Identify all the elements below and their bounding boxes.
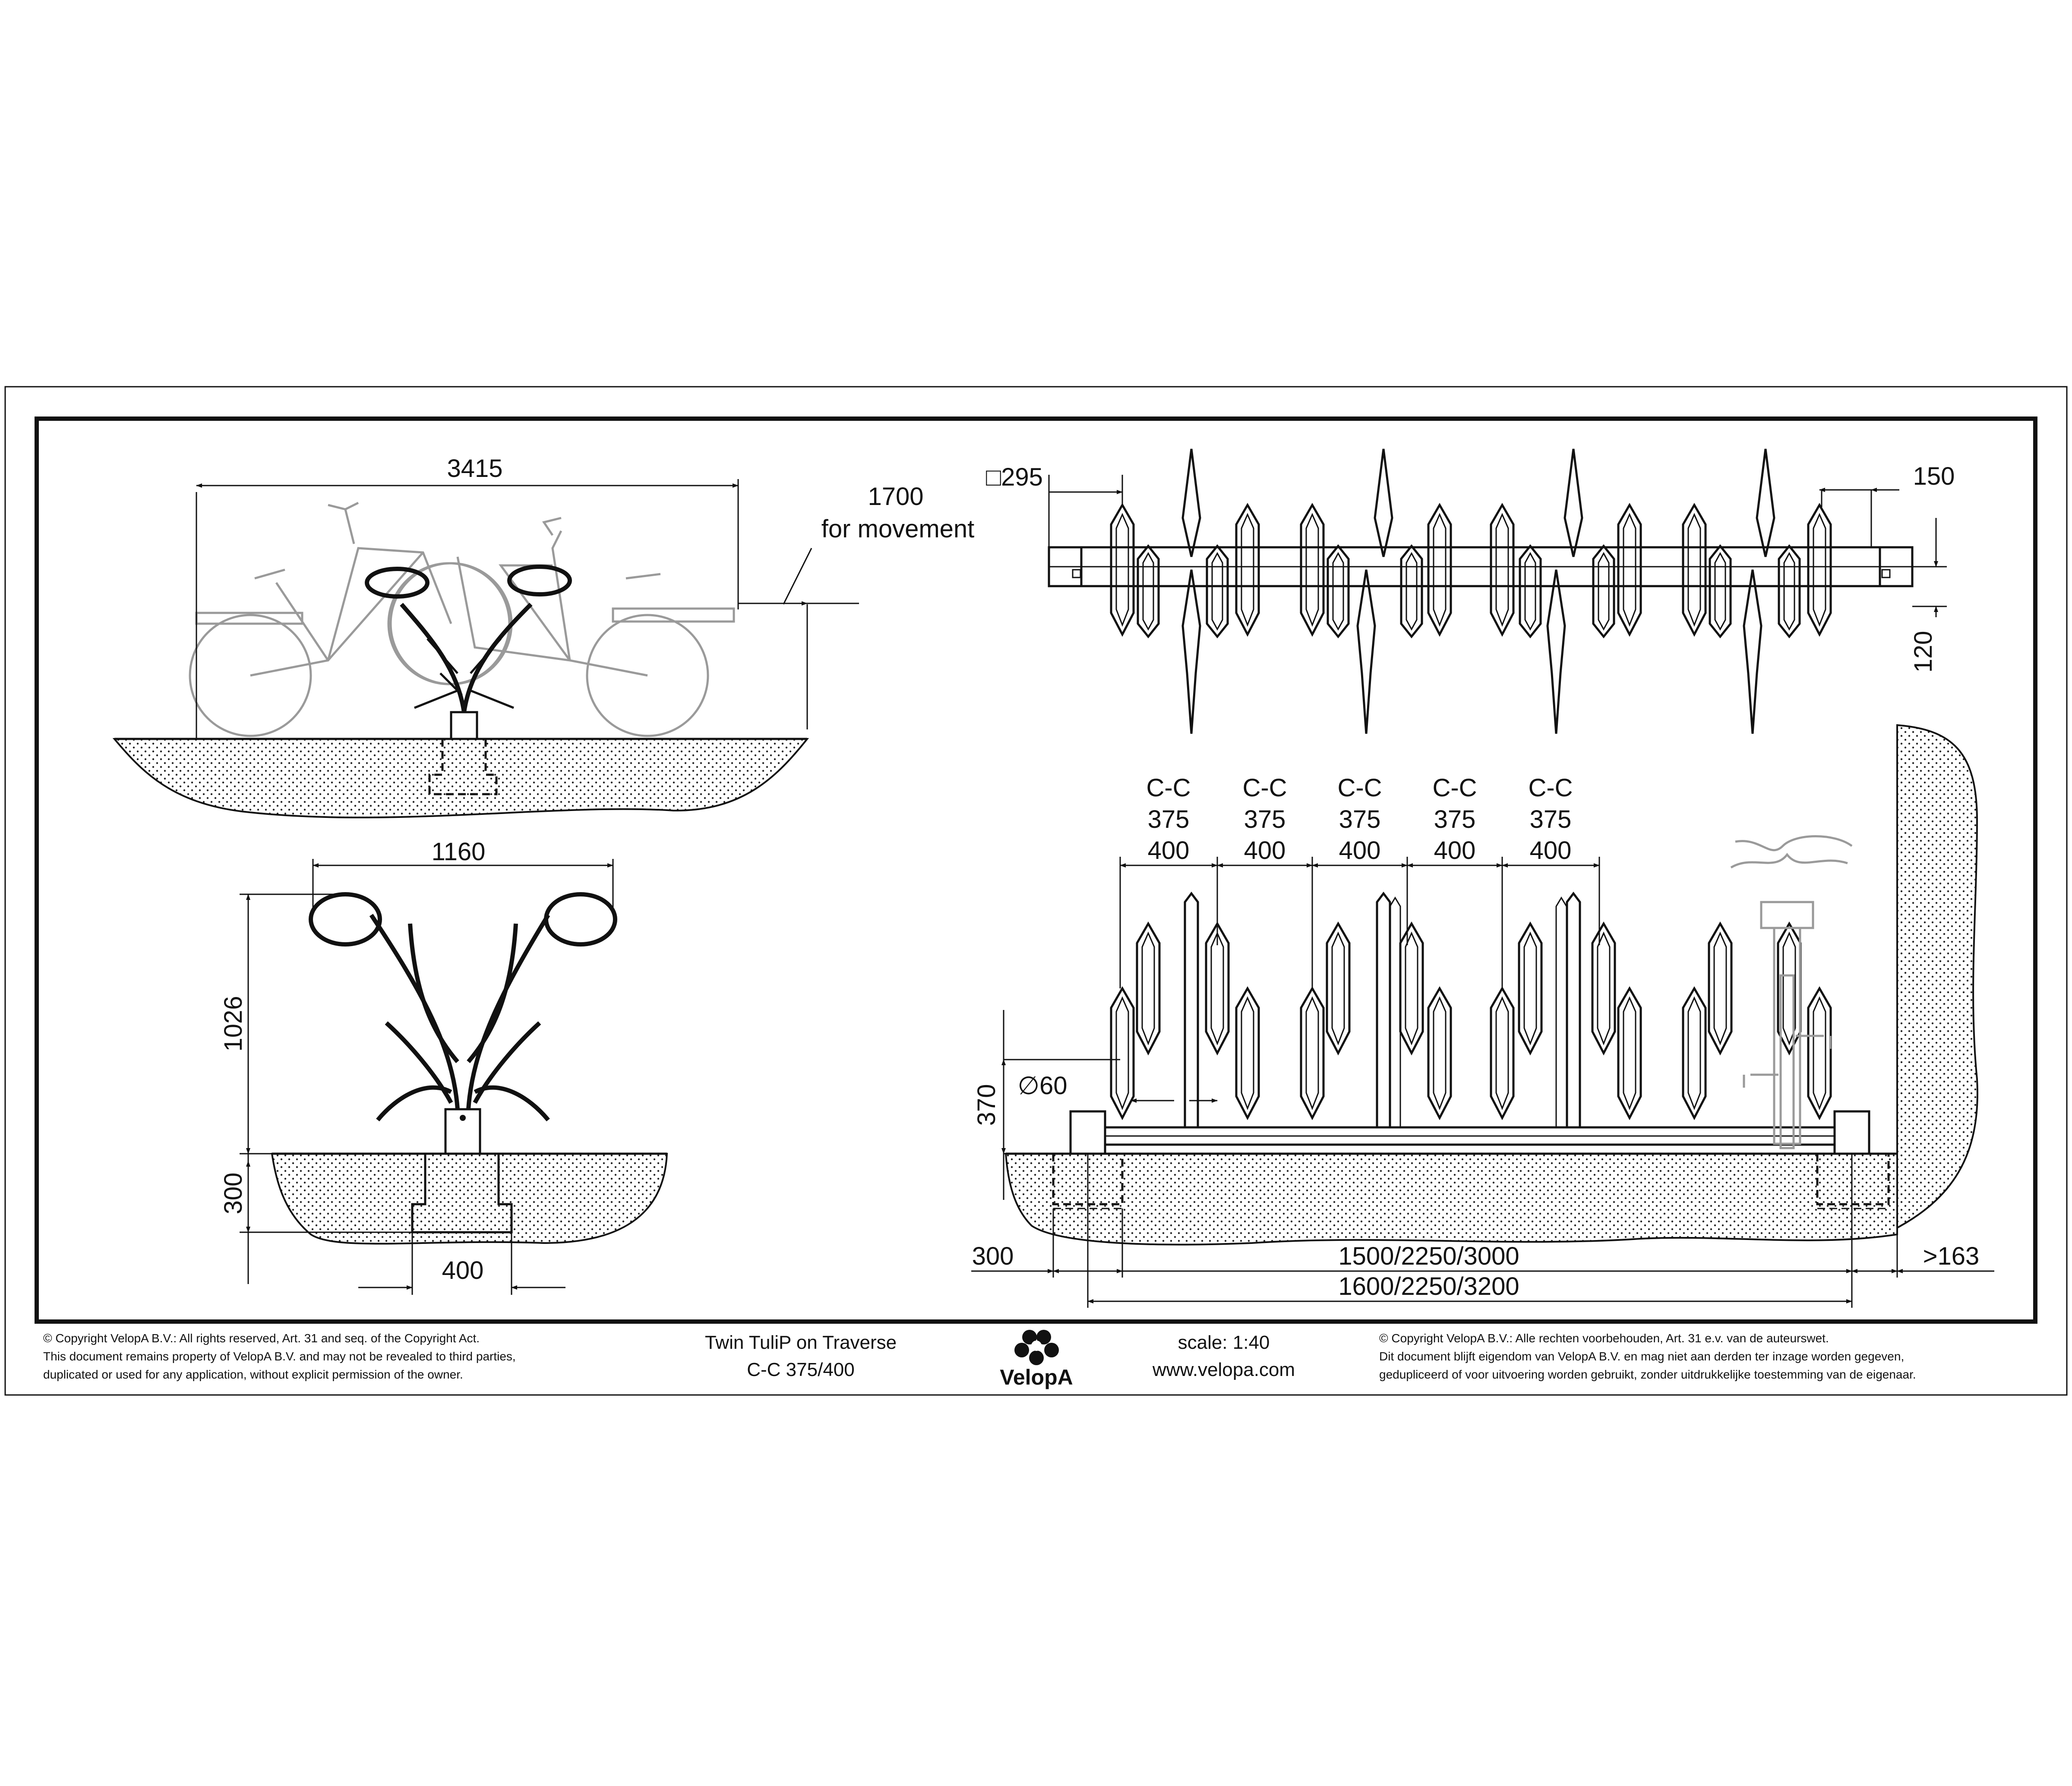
spacing-cc-1: C-C — [1146, 774, 1191, 802]
dim-lengths-b: 1600/2250/3200 — [1338, 1272, 1519, 1300]
dim-foundation-depth: 300 — [219, 1173, 247, 1215]
spacing-cc-2: C-C — [1242, 774, 1287, 802]
spacing-cc-4: C-C — [1432, 774, 1477, 802]
dim-front-width: 1160 — [432, 838, 486, 866]
spacing-b-2: 400 — [1244, 836, 1286, 865]
top-view: □295 150 120 — [986, 448, 1955, 734]
spacing-a-4: 375 — [1434, 805, 1476, 833]
product-spacing: C-C 375/400 — [747, 1359, 854, 1380]
outer-frame — [4, 386, 2068, 1396]
dim-front-height: 1026 — [219, 996, 247, 1051]
dim-overall-length: 3415 — [447, 454, 502, 483]
dim-lower-holder-height: 370 — [973, 1084, 1001, 1126]
bicycle-right-ghost — [387, 517, 735, 737]
side-soil — [112, 738, 809, 819]
website-link[interactable]: www.velopa.com — [1152, 1359, 1295, 1380]
top-rack-3 — [1491, 448, 1641, 734]
movement-label: for movement — [821, 515, 975, 543]
dim-foundation-offset: 300 — [972, 1242, 1014, 1270]
dim-lengths-a: 1500/2250/3000 — [1338, 1242, 1519, 1270]
dim-post-size: □295 — [986, 463, 1043, 491]
top-rack-4 — [1683, 448, 1831, 734]
spacing-b-1: 400 — [1148, 836, 1190, 865]
title-block: © Copyright VelopA B.V.: All rights rese… — [43, 1330, 1916, 1389]
bicycle-front — [1730, 835, 1853, 1149]
scale-label: scale: 1:40 — [1178, 1332, 1270, 1353]
dim-end-offset: 150 — [1913, 462, 1955, 490]
spacing-a-1: 375 — [1148, 805, 1190, 833]
product-name: Twin TuliP on Traverse — [705, 1332, 897, 1353]
spacing-b-3: 400 — [1339, 836, 1381, 865]
velopa-logo-icon: VelopA — [1000, 1330, 1073, 1389]
tulip-rack-side — [365, 565, 572, 713]
front-soil — [271, 1153, 668, 1245]
copyright-en-line-2: This document remains property of VelopA… — [43, 1350, 516, 1363]
spacing-dimensions: C-C 375 400 C-C 375 400 C-C 375 400 C-C … — [1119, 774, 1600, 988]
dim-beam-width: 120 — [1909, 631, 1937, 673]
copyright-nl-line-1: © Copyright VelopA B.V.: Alle rechten vo… — [1379, 1332, 1829, 1345]
copyright-en-line-3: duplicated or used for any application, … — [43, 1368, 463, 1381]
front-view: 1160 1026 300 400 — [219, 838, 668, 1295]
spacing-b-5: 400 — [1530, 836, 1572, 865]
copyright-en-line-1: © Copyright VelopA B.V.: All rights rese… — [43, 1332, 480, 1345]
spacing-cc-3: C-C — [1337, 774, 1382, 802]
dim-movement-clearance: 1700 — [868, 483, 923, 511]
dim-tube-diameter: ∅60 — [1017, 1072, 1067, 1100]
logo-wordmark: VelopA — [1000, 1365, 1073, 1389]
spacing-a-3: 375 — [1339, 805, 1381, 833]
elevation-view: C-C 375 400 C-C 375 400 C-C 375 400 C-C … — [971, 724, 1994, 1308]
copyright-nl-line-2: Dit document blijft eigendom van VelopA … — [1379, 1350, 1904, 1363]
spacing-b-4: 400 — [1434, 836, 1476, 865]
elevation-soil — [1004, 1153, 1898, 1246]
spacing-cc-5: C-C — [1528, 774, 1573, 802]
elevation-holders — [1111, 891, 1831, 1127]
spacing-a-2: 375 — [1244, 805, 1286, 833]
top-rack-2 — [1301, 448, 1451, 734]
dim-wall-clearance: >163 — [1923, 1242, 1980, 1270]
side-view: 3415 1700 for movement — [112, 454, 975, 819]
spacing-a-5: 375 — [1530, 805, 1572, 833]
top-rack-1 — [1111, 448, 1259, 734]
copyright-nl-line-3: gedupliceerd of voor uitvoering worden g… — [1379, 1368, 1916, 1381]
dim-foundation-width: 400 — [442, 1256, 484, 1284]
wall — [1892, 724, 1978, 1232]
